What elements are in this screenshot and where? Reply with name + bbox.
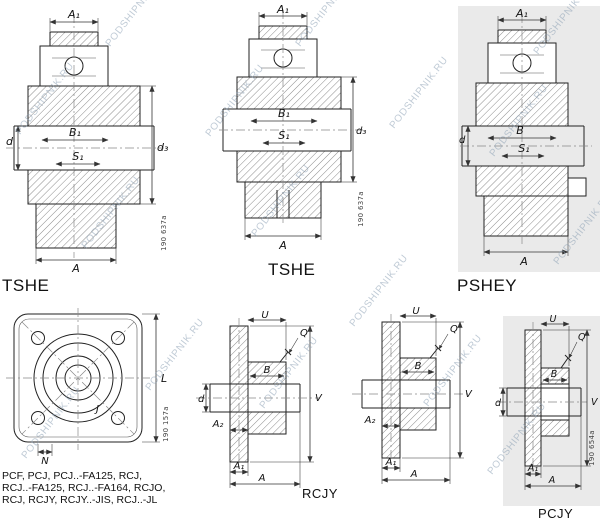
- dim-label-u: U: [412, 306, 420, 317]
- dimensions: A₁ d d₃ B₁ S₁ A: [6, 8, 169, 275]
- housing: [461, 29, 587, 237]
- drawing-ref-number: 190 637a: [357, 191, 365, 227]
- centerlines: [219, 10, 363, 226]
- dim-label-s1: S₁: [72, 150, 83, 163]
- dim-label-a: A: [278, 239, 287, 252]
- series-designations: PCF, PCJ, PCJ..-FA125, RCJ, RCJ..-FA125,…: [2, 470, 165, 506]
- centerlines: [196, 318, 320, 468]
- centerlines: [6, 14, 164, 258]
- dim-label-a1: A₁: [67, 8, 80, 21]
- drawing-ref-number: 190 654a: [588, 430, 596, 466]
- rcjy-section-drawing-1: U Q B A₂ d V A₁ A: [196, 310, 323, 488]
- dim-label-q: Q: [578, 332, 586, 343]
- dim-label-b1: B₁: [278, 107, 290, 120]
- drawing-ref-number: 190 157a: [162, 406, 170, 442]
- centerlines: [352, 314, 470, 464]
- dim-label-a1: A₁: [527, 463, 538, 474]
- dim-label-d: d: [459, 135, 466, 146]
- dimensions: U Q B A₂ V A₁ A: [364, 306, 473, 484]
- dimensions: L J N: [37, 313, 167, 467]
- dim-label-a2: A₂: [364, 415, 376, 426]
- dim-label-q: Q: [300, 328, 308, 339]
- dim-label-a: A: [258, 473, 266, 484]
- dim-label-v: V: [591, 397, 599, 408]
- dim-label-u: U: [261, 310, 269, 321]
- housing: [361, 321, 451, 459]
- dim-label-b: B: [264, 365, 271, 376]
- dim-label-b: B: [415, 361, 422, 372]
- dim-label-a1: A₁: [515, 7, 528, 20]
- housing: [209, 325, 301, 463]
- dimensions: A₁ d₃ B₁ S₁ A: [244, 3, 366, 252]
- dim-label-d: d: [6, 135, 14, 148]
- pcjy-section-drawing: U Q B d V A₁ A 190 654a: [495, 314, 599, 490]
- tshe-middle-section-drawing: A₁ d₃ B₁ S₁ A 190 637a: [219, 3, 366, 252]
- footer-line-3: RCJ, RCJY, RCJY..-JIS, RCJ..-JL: [2, 494, 158, 506]
- dim-label-n: N: [41, 456, 49, 467]
- dim-label-a: A: [71, 262, 80, 275]
- dim-label-a2: A₂: [212, 419, 224, 430]
- centerlines: [6, 308, 150, 450]
- dimensions: U Q B d V A₁ A: [495, 314, 599, 490]
- caption-pshey: PSHEY: [457, 276, 518, 295]
- dim-label-l: L: [161, 372, 167, 385]
- housing: [506, 329, 582, 467]
- caption-tshe-left: TSHE: [2, 276, 50, 295]
- dim-label-j: J: [94, 404, 99, 415]
- dim-label-s1: S₁: [518, 142, 529, 155]
- housing: [222, 25, 352, 219]
- dim-label-d: d: [198, 394, 205, 405]
- drawing-ref-number: 190 637a: [160, 215, 168, 251]
- dim-label-d3: d₃: [157, 141, 169, 154]
- dim-label-a1: A₁: [385, 457, 397, 468]
- dim-label-a1: A₁: [276, 3, 289, 16]
- tshe-left-section-drawing: A₁ d d₃ B₁ S₁ A 190 637a: [6, 8, 169, 275]
- dim-label-s1: S₁: [278, 129, 289, 142]
- caption-tshe-middle: TSHE: [268, 260, 316, 279]
- dim-label-q: Q: [450, 324, 458, 335]
- rcjy-section-drawing-2: U Q B A₂ V A₁ A: [352, 306, 473, 484]
- dim-label-a: A: [519, 255, 528, 268]
- centerlines: [460, 14, 592, 244]
- dim-label-b1: B₁: [69, 126, 81, 139]
- footer-line-2: RCJ..-FA125, RCJ..-FA164, RCJO,: [2, 482, 166, 494]
- dim-label-b: B: [551, 369, 558, 380]
- dim-label-v: V: [465, 389, 473, 400]
- dim-label-v: V: [315, 393, 323, 404]
- dim-label-a1: A₁: [233, 461, 245, 472]
- centerlines: [497, 322, 587, 472]
- footer-line-1: PCF, PCJ, PCJ..-FA125, RCJ,: [2, 470, 143, 482]
- caption-pcjy: PCJY: [538, 506, 574, 521]
- dimensions: U Q B A₂ d V A₁ A: [198, 310, 323, 488]
- dim-label-a: A: [410, 469, 418, 480]
- pshey-section-drawing: A₁ B d S₁ A: [459, 7, 592, 268]
- dim-label-d3: d₃: [356, 126, 366, 137]
- dimensions: A₁ B d S₁ A: [459, 7, 569, 268]
- watermark-text: PODSHIPNIK.RU: [387, 54, 451, 131]
- caption-rcjy: RCJY: [302, 486, 338, 501]
- dim-label-b: B: [516, 124, 524, 137]
- dim-label-a: A: [548, 475, 556, 486]
- flange-front-view-drawing: L J N 190 157a: [6, 308, 170, 467]
- dim-label-d: d: [495, 398, 502, 409]
- dim-label-u: U: [550, 314, 557, 325]
